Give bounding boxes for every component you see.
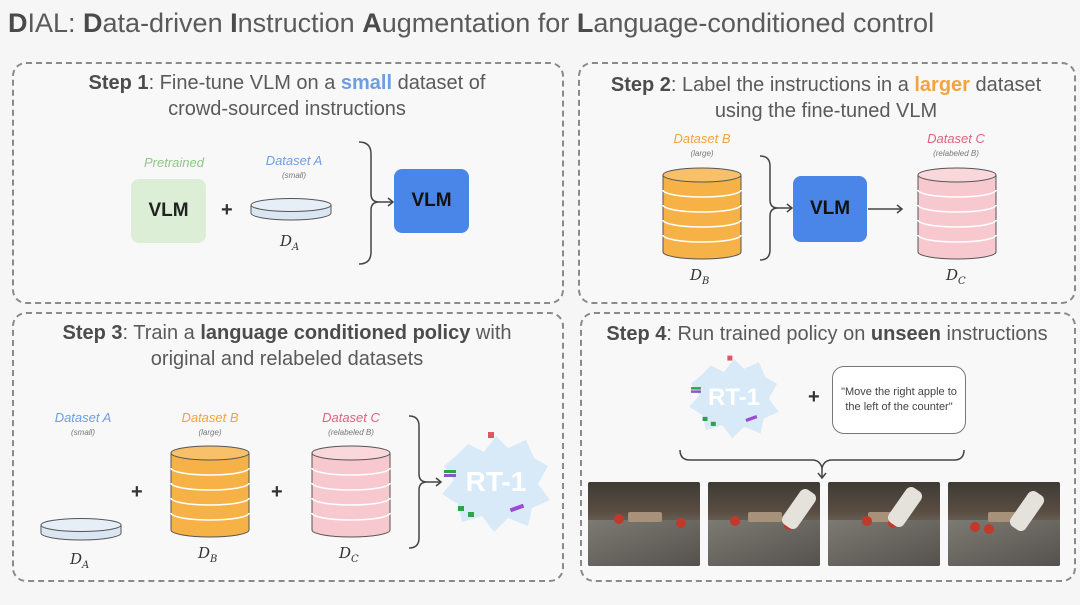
pretrained-label: Pretrained — [144, 155, 204, 170]
step1-brace — [358, 141, 395, 265]
step3-dataset-a-symbol: DA — [70, 550, 90, 571]
step1-label: Step 1 — [88, 72, 149, 94]
step4-label: Step 4 — [606, 323, 667, 345]
step1-dataset-a-disc — [250, 198, 332, 221]
step4-instruction-text: "Move the right apple to the left of the… — [841, 386, 957, 413]
step2-dataset-c-cylinder — [917, 167, 997, 260]
step3-brace — [408, 415, 443, 549]
step3-dataset-b-symbol: DB — [198, 544, 218, 565]
step3-label: Step 3 — [62, 322, 123, 344]
step1-heading: Step 1: Fine-tune VLM on a small dataset… — [88, 72, 486, 120]
page-title: DIAL: Data-driven Instruction Augmentati… — [8, 8, 934, 39]
title-part: IAL: — [27, 8, 84, 38]
step4-heading: Step 4: Run trained policy on unseen ins… — [606, 323, 1048, 345]
step2-brace — [759, 155, 794, 261]
step1-plus: + — [221, 199, 233, 221]
rollout-frame-4 — [948, 482, 1060, 566]
step3-dataset-c-label: Dataset C (relabeled B) — [322, 410, 380, 437]
rt1-blob-icon — [442, 432, 550, 532]
step3-dataset-a-label: Dataset A (small) — [54, 410, 112, 437]
step2-label: Step 2 — [610, 74, 671, 96]
step3-dataset-b-label: Dataset B (large) — [181, 410, 239, 437]
rollout-frame-3 — [828, 482, 940, 566]
step2-heading: Step 2: Label the instructions in a larg… — [610, 74, 1042, 122]
step3-heading: Step 3: Train a language conditioned pol… — [62, 322, 512, 370]
step2-dataset-b-symbol: DB — [690, 266, 710, 287]
step4-highlight: unseen — [870, 323, 941, 345]
step4-plus: + — [808, 386, 820, 408]
title-part: D — [8, 8, 28, 38]
step2-dataset-c-symbol: DC — [946, 266, 966, 287]
finetuned-vlm-box: VLM — [394, 169, 469, 233]
step4-instruction-bubble: "Move the right apple to the left of the… — [832, 366, 966, 434]
rt1-blob-icon — [689, 355, 779, 439]
step3-dataset-b-cylinder — [170, 445, 250, 538]
rollout-frame-1 — [588, 482, 700, 566]
step1-highlight: small — [340, 72, 393, 94]
title-part: D — [83, 8, 103, 38]
step4-rt1-label: RT-1 — [707, 384, 760, 411]
step2-dataset-c-label: Dataset C (relabeled B) — [927, 131, 985, 158]
step2-arrow — [868, 204, 904, 214]
step3-dataset-c-cylinder — [311, 445, 391, 538]
step4-brace — [679, 449, 965, 480]
step1-dataset-a-symbol: DA — [280, 232, 300, 253]
title-part: I — [230, 8, 238, 38]
step3-dataset-a-disc — [40, 518, 122, 541]
step3-highlight: language conditioned policy — [200, 322, 471, 344]
step4-rt1-policy: RT-1 — [686, 348, 782, 446]
step2-dataset-b-cylinder — [662, 167, 742, 260]
step2-highlight: larger — [914, 74, 970, 96]
step3-rt1-policy: RT-1 — [438, 426, 554, 538]
title-part: ugmentation for — [381, 8, 577, 38]
rollout-frame-2 — [708, 482, 820, 566]
step1-panel — [12, 62, 564, 304]
title-part: L — [576, 8, 594, 38]
step1-dataset-a-label: Dataset A (small) — [265, 153, 323, 180]
pretrained-vlm-box: VLM — [131, 179, 206, 243]
step3-plus-1: + — [131, 481, 143, 503]
step2-vlm-box: VLM — [793, 176, 867, 242]
title-part: ata-driven — [102, 8, 231, 38]
title-part: nstruction — [237, 8, 363, 38]
step3-rt1-label: RT-1 — [465, 466, 527, 497]
step3-dataset-c-symbol: DC — [339, 544, 359, 565]
title-part: A — [362, 8, 382, 38]
step3-plus-2: + — [271, 481, 283, 503]
title-part: anguage-conditioned control — [593, 8, 935, 38]
step2-dataset-b-label: Dataset B (large) — [673, 131, 731, 158]
